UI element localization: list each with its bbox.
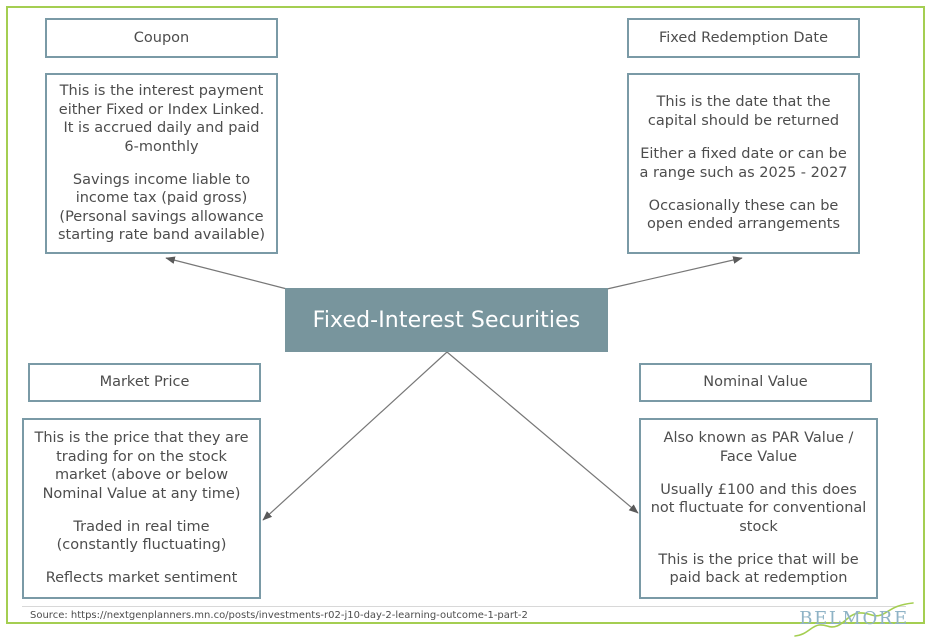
- center-node-label: Fixed-Interest Securities: [312, 307, 581, 333]
- node-nominal-value-body[interactable]: Also known as PAR Value / Face Value Usu…: [639, 418, 878, 599]
- node-redemption-paragraph-1: This is the date that the capital should…: [647, 94, 840, 129]
- node-coupon-header[interactable]: Coupon: [45, 18, 278, 58]
- node-market-price-paragraph-2: Traded in real time (constantly fluctuat…: [56, 518, 227, 554]
- center-node-fixed-interest-securities[interactable]: Fixed-Interest Securities: [285, 288, 608, 352]
- arrow-center-to-market-price: [262, 351, 448, 521]
- belmore-logo-text: BELMORE: [799, 608, 909, 629]
- node-nominal-value-paragraph-1: Also known as PAR Value / Face Value: [663, 430, 854, 465]
- arrow-center-to-nominal-value: [446, 351, 639, 514]
- node-market-price-body[interactable]: This is the price that they are trading …: [22, 418, 261, 599]
- arrow-center-to-coupon: [165, 256, 288, 290]
- arrow-center-to-redemption: [606, 256, 743, 290]
- node-coupon-paragraph-2: Savings income liable to income tax (pai…: [57, 171, 266, 244]
- footer-divider: [22, 606, 906, 607]
- node-redemption-paragraph-2: Either a fixed date or can be a range su…: [639, 145, 848, 181]
- node-redemption-body[interactable]: This is the date that the capital should…: [627, 73, 860, 254]
- node-nominal-value-paragraph-2: Usually £100 and this does not fluctuate…: [650, 481, 867, 535]
- logo-swoosh-icon: [794, 602, 914, 637]
- node-market-price-header-label: Market Price: [99, 374, 190, 391]
- node-redemption-header[interactable]: Fixed Redemption Date: [627, 18, 860, 58]
- node-nominal-value-header-label: Nominal Value: [703, 374, 808, 391]
- node-market-price-header[interactable]: Market Price: [28, 363, 261, 402]
- node-coupon-body[interactable]: This is the interest payment either Fixe…: [45, 73, 278, 254]
- belmore-logo: BELMORE: [793, 602, 915, 640]
- source-citation: Source: https://nextgenplanners.mn.co/po…: [30, 610, 528, 621]
- node-coupon-paragraph-1: This is the interest payment either Fixe…: [58, 83, 265, 155]
- node-market-price-paragraph-1: This is the price that they are trading …: [34, 430, 249, 502]
- node-market-price-paragraph-3: Reflects market sentiment: [45, 570, 238, 587]
- node-nominal-value-paragraph-3: This is the price that will be paid back…: [658, 551, 859, 587]
- node-redemption-paragraph-3: Occasionally these can be open ended arr…: [646, 197, 841, 233]
- node-redemption-header-label: Fixed Redemption Date: [658, 29, 829, 46]
- node-coupon-header-label: Coupon: [133, 29, 190, 46]
- node-nominal-value-header[interactable]: Nominal Value: [639, 363, 872, 402]
